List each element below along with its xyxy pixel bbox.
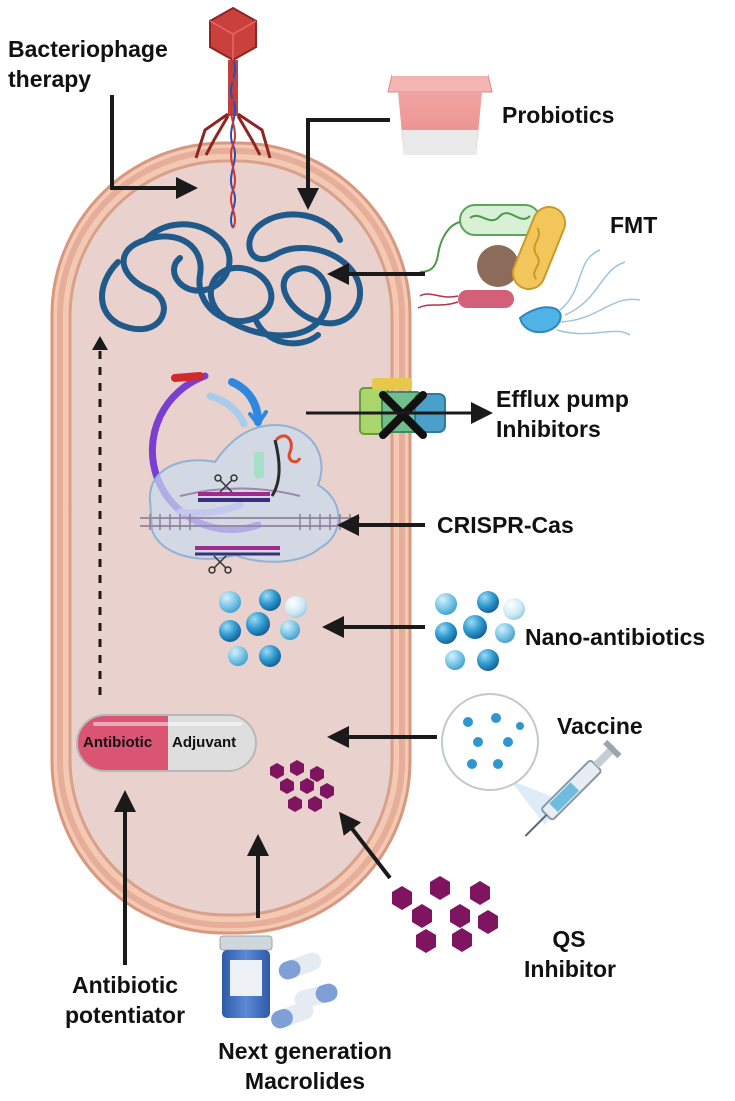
potentiator-label-line1: Antibiotic [71,972,179,998]
crispr-cas-label: CRISPR-Cas [437,512,574,538]
efflux-pump-inhibitors-label: Efflux pump Inhibitors [496,384,629,444]
bacteriophage-label-line2: therapy [8,66,92,92]
yogurt-cup-icon [387,74,493,155]
arrow-probiotics [297,118,390,210]
nanoparticle-icon [435,591,525,671]
efflux-pump-icon [359,378,446,439]
qs-inhibitor-label: QS Inhibitor [524,924,616,984]
syringe-icon [441,693,622,837]
chromosome-dna-icon [99,211,363,347]
capsule-icon [271,952,338,1029]
next-generation-macrolides-label: Next generation Macrolides [190,1036,420,1096]
qs-label-line2: Inhibitor [524,956,616,982]
gut-bacteria-icon [417,204,641,336]
qs-label-line1: QS [552,926,586,952]
probiotics-label: Probiotics [502,102,615,128]
fmt-label: FMT [610,212,658,238]
nano-antibiotics-label: Nano-antibiotics [525,624,706,650]
pill-bottle-icon [219,935,273,1018]
efflux-label-line1: Efflux pump [496,386,629,412]
arrows [110,95,493,965]
nanoparticle-cluster-icon [219,589,307,667]
bacteriophage-therapy-label: Bacteriophage therapy [8,34,168,94]
pill-antibiotic-label: Antibiotic [83,734,153,751]
efflux-label-line2: Inhibitors [496,416,601,442]
macrolides-label-line1: Next generation [218,1038,392,1064]
arrow-qs [339,811,392,880]
hexagon-icon [392,876,498,953]
bacteriophage-icon [194,6,272,229]
bacteriophage-label-line1: Bacteriophage [8,36,168,62]
pill-adjuvant-label: Adjuvant [172,734,237,751]
qs-molecule-cluster-icon [270,760,334,812]
antibiotic-potentiator-label: Antibiotic potentiator [40,970,210,1030]
arrow-bacteriophage [110,95,198,199]
vaccine-label: Vaccine [557,713,643,739]
antibiotic-adjuvant-pill-icon [76,714,257,772]
potentiator-label-line2: potentiator [64,1002,186,1028]
macrolides-label-line2: Macrolides [244,1068,366,1094]
